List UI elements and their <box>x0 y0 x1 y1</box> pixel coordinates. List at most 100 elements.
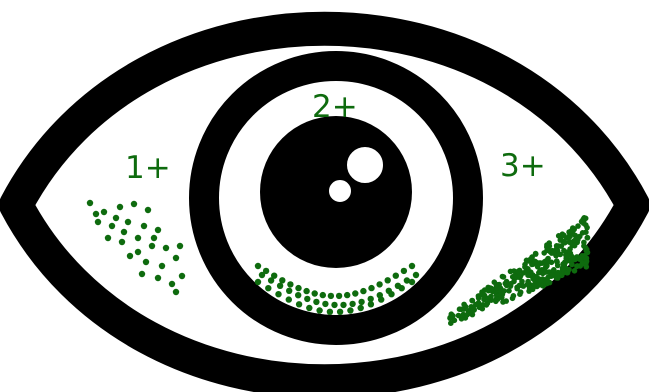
cell-dot <box>93 211 99 217</box>
cell-dot <box>275 291 281 297</box>
cell-dot <box>163 245 169 251</box>
cell-dot <box>409 263 415 269</box>
cell-dot <box>508 269 514 275</box>
cell-dot <box>360 288 366 294</box>
cell-dot <box>572 243 578 249</box>
cell-dot <box>340 302 346 308</box>
cell-dot <box>337 309 343 315</box>
cell-dot <box>151 235 157 241</box>
cell-dot <box>511 293 517 299</box>
cell-dot <box>105 235 111 241</box>
cell-dot <box>477 293 483 299</box>
cell-dot <box>87 200 93 206</box>
cell-dot <box>344 292 350 298</box>
grade-label-2: 2+ <box>312 89 358 125</box>
cell-dot <box>550 248 556 254</box>
cell-dot <box>113 215 119 221</box>
cell-dot <box>287 281 293 287</box>
cell-dot <box>101 209 107 215</box>
cell-dot <box>569 228 575 234</box>
cell-dot <box>409 279 415 285</box>
cell-dot <box>584 248 590 254</box>
cell-dot <box>95 219 101 225</box>
cell-dot <box>125 219 131 225</box>
cell-dot <box>461 302 467 308</box>
cell-dot <box>521 283 527 289</box>
cell-dot <box>566 235 572 241</box>
cell-dot <box>459 316 465 322</box>
cell-dot <box>131 201 137 207</box>
cell-dot <box>313 299 319 305</box>
cell-dot <box>484 302 490 308</box>
cell-dot <box>286 288 292 294</box>
cell-dot <box>119 239 125 245</box>
cell-dot <box>525 272 531 278</box>
cell-dot <box>566 267 572 273</box>
pupil-highlight-small <box>328 179 352 203</box>
cell-dot <box>135 249 141 255</box>
cell-dot <box>464 312 470 318</box>
cell-dot <box>155 227 161 233</box>
cell-dot <box>470 309 476 315</box>
cell-dot <box>544 247 550 253</box>
cell-dot <box>531 283 537 289</box>
cell-dot <box>145 207 151 213</box>
grade-label-3: 3+ <box>500 148 546 184</box>
cell-dot <box>328 293 334 299</box>
cell-dot <box>376 281 382 287</box>
cell-dot <box>583 222 589 228</box>
cell-dot <box>569 262 575 268</box>
cell-dot <box>567 246 573 252</box>
cell-dot <box>358 305 364 311</box>
cell-dot <box>320 292 326 298</box>
cell-dot <box>399 285 405 291</box>
cell-dot <box>303 288 309 294</box>
cell-dot <box>286 296 292 302</box>
cell-dot <box>544 264 550 270</box>
cell-dot <box>583 216 589 222</box>
cell-dot <box>493 282 499 288</box>
cell-dot <box>277 283 283 289</box>
cell-dot <box>358 299 364 305</box>
cell-dot <box>149 243 155 249</box>
cell-dot <box>562 240 568 246</box>
cell-dot <box>584 264 590 270</box>
cell-dot <box>322 301 328 307</box>
cell-dot <box>368 285 374 291</box>
cell-dot <box>141 223 147 229</box>
cell-dot <box>159 263 165 269</box>
cell-dot <box>139 271 145 277</box>
cell-dot <box>296 301 302 307</box>
cell-dot <box>268 277 274 283</box>
cell-dot <box>549 272 555 278</box>
cell-dot <box>259 272 265 278</box>
cell-dot <box>173 289 179 295</box>
cell-dot <box>295 292 301 298</box>
cell-dot <box>575 237 581 243</box>
cell-dot <box>448 320 454 326</box>
cell-dot <box>581 240 587 246</box>
cell-dot <box>255 263 261 269</box>
cell-dot <box>482 287 488 293</box>
cell-dot <box>514 286 520 292</box>
cell-dot <box>555 263 561 269</box>
cell-dot <box>556 251 562 257</box>
cell-dot <box>525 279 531 285</box>
cell-dot <box>413 272 419 278</box>
cell-dot <box>584 255 590 261</box>
cell-dot <box>295 285 301 291</box>
cell-dot <box>575 223 581 229</box>
cell-dot <box>316 307 322 313</box>
cell-dot <box>517 291 523 297</box>
cell-dot <box>564 253 570 259</box>
cell-dot <box>545 259 551 265</box>
cell-dot <box>385 277 391 283</box>
cell-dot <box>388 291 394 297</box>
cell-dot <box>173 255 179 261</box>
cell-dot <box>535 264 541 270</box>
cell-dot <box>393 273 399 279</box>
cells-grade-1 <box>87 200 185 295</box>
cell-dot <box>121 229 127 235</box>
